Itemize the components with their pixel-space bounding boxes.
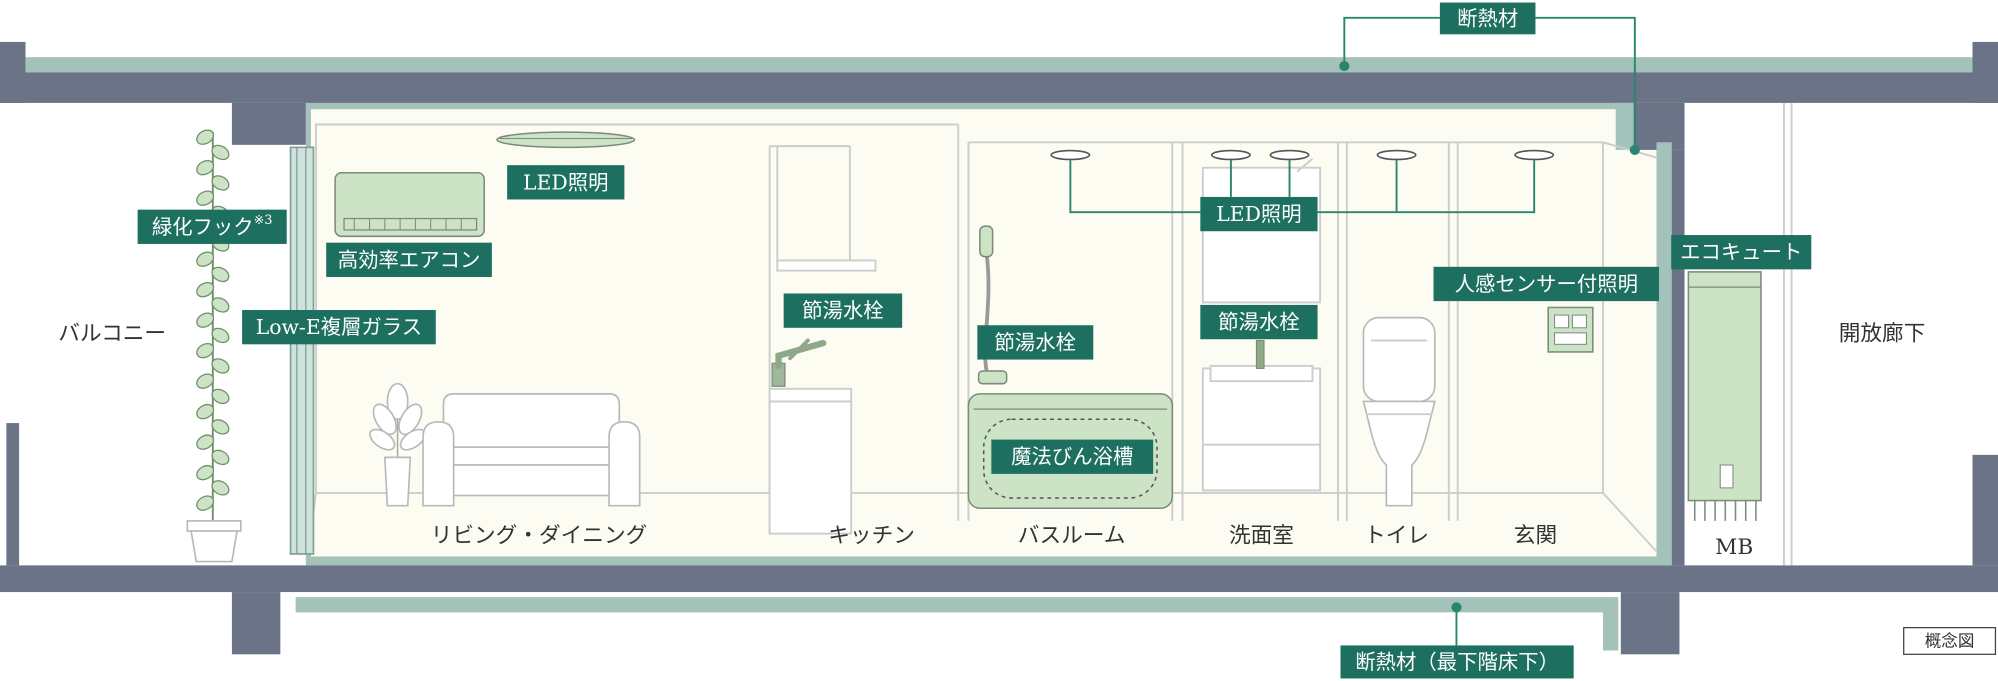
vine-leaf (211, 266, 230, 283)
right-wall-insulation-strip (1656, 142, 1672, 562)
label-bathtub: 魔法びん浴槽 (991, 439, 1154, 474)
balcony-parapet (6, 423, 20, 566)
lower-slab (0, 565, 1998, 593)
area-corridor: 開放廊下 (1839, 322, 1926, 347)
lower-right-beam (1620, 592, 1680, 655)
area-toilet: トイレ (1364, 524, 1429, 549)
partition-washroom-toilet (1336, 142, 1348, 521)
label-green-hook: 緑化フック※3 (137, 209, 287, 244)
sensor-panel-icon (1547, 306, 1594, 353)
area-mb: MB (1715, 535, 1753, 560)
vine-leaf (196, 434, 215, 450)
label-faucet-bath: 節湯水栓 (977, 325, 1094, 360)
vanity-icon (1201, 158, 1322, 492)
ceiling-light-icon (1210, 149, 1251, 161)
area-kitchen: キッチン (828, 524, 915, 549)
vine-leaf (196, 251, 215, 267)
vine-leaf (211, 297, 230, 313)
vine-leaf (196, 342, 215, 359)
ceiling-light-icon (1376, 149, 1417, 161)
kitchen-faucet-icon (771, 338, 827, 387)
label-insulation-bottom: 断熱材（最下階床下） (1340, 645, 1574, 679)
corridor-parapet (1972, 454, 1998, 566)
kitchen-unit (768, 145, 877, 535)
vine-pot (190, 530, 238, 563)
vine-leaf (211, 144, 230, 161)
floor-insulation-return (1602, 597, 1619, 651)
building-structure (0, 41, 1998, 655)
vine-pot-rim (186, 520, 242, 532)
vine-leaf (196, 495, 215, 511)
ecocute-unit-icon (1687, 271, 1762, 521)
svg-text:節湯水栓: 節湯水栓 (995, 330, 1077, 354)
vine-leaf (196, 373, 215, 389)
label-ecocute: エコキュート (1671, 235, 1812, 270)
low-e-glass-window (289, 146, 315, 555)
svg-text:エコキュート: エコキュート (1680, 240, 1802, 264)
svg-text:緑化フック※3: 緑化フック※3 (152, 212, 273, 239)
vine-leaf (196, 281, 215, 298)
vine-leaf (196, 312, 215, 328)
concept-note: 概念図 (1903, 627, 1997, 655)
area-washroom: 洗面室 (1229, 524, 1294, 549)
vine-leaf (211, 327, 230, 344)
wet-area-ceiling-lights (1050, 149, 1555, 161)
area-living: リビング・ダイニング (431, 524, 648, 549)
green-vine (186, 129, 242, 563)
area-entrance: 玄関 (1514, 524, 1557, 549)
ceiling-light-icon (1269, 149, 1310, 161)
upper-left-beam (231, 102, 306, 145)
vine-leaf (196, 403, 215, 420)
label-faucet-kitchen: 節湯水栓 (783, 293, 903, 328)
label-aircon: 高効率エアコン (326, 242, 492, 277)
mb-partition (1782, 102, 1793, 566)
upper-right-column (1633, 102, 1685, 150)
label-low-e-glass: Low-E複層ガラス (242, 310, 436, 345)
upper-slab (0, 72, 1998, 103)
vine-leaf (196, 190, 215, 206)
vine-leaf (211, 449, 230, 466)
vine-leaf (211, 175, 230, 191)
svg-text:断熱材（最下階床下）: 断熱材（最下階床下） (1355, 650, 1559, 674)
air-conditioner-icon (334, 172, 485, 238)
svg-text:LED照明: LED照明 (1216, 202, 1301, 226)
vine-leaf (211, 480, 230, 496)
sofa-icon (422, 393, 641, 507)
leader-lines (1069, 16, 1640, 646)
svg-text:魔法びん浴槽: 魔法びん浴槽 (1011, 445, 1133, 469)
right-wall-insulation (1615, 102, 1634, 150)
top-insulation (25, 57, 1973, 73)
label-led-living: LED照明 (507, 165, 625, 200)
area-balcony: バルコニー (58, 322, 166, 347)
svg-text:節湯水栓: 節湯水栓 (1218, 310, 1300, 334)
floor-insulation (295, 597, 1609, 613)
label-sensor-light: 人感センサー付照明 (1433, 266, 1660, 302)
ceiling-light-icon (1514, 149, 1555, 161)
toilet-icon (1362, 316, 1436, 507)
vine-leaf (211, 358, 230, 374)
label-insulation-top: 断熱材 (1439, 2, 1536, 35)
svg-text:LED照明: LED照明 (523, 170, 608, 194)
partition-toilet-entrance (1447, 142, 1459, 521)
svg-text:人感センサー付照明: 人感センサー付照明 (1455, 272, 1638, 296)
label-faucet-washroom: 節湯水栓 (1200, 304, 1318, 340)
svg-text:概念図: 概念図 (1925, 630, 1975, 650)
plant-icon (369, 382, 426, 507)
right-wall (1671, 149, 1685, 566)
svg-text:節湯水栓: 節湯水栓 (802, 299, 884, 323)
vine-leaf (196, 159, 215, 176)
ceiling-light-icon (1050, 149, 1091, 161)
lower-left-beam (231, 592, 281, 655)
vine-leaf (196, 129, 215, 145)
area-bathroom: バスルーム (1018, 524, 1126, 549)
vine-leaf (196, 464, 215, 481)
svg-text:高効率エアコン: 高効率エアコン (338, 248, 481, 272)
svg-text:断熱材: 断熱材 (1457, 6, 1518, 30)
vine-leaf (211, 388, 230, 405)
living-ceiling-light-icon (496, 131, 636, 149)
label-led-wet-area: LED照明 (1200, 196, 1318, 232)
svg-text:Low-E複層ガラス: Low-E複層ガラス (256, 315, 422, 339)
vine-leaf (211, 419, 230, 435)
